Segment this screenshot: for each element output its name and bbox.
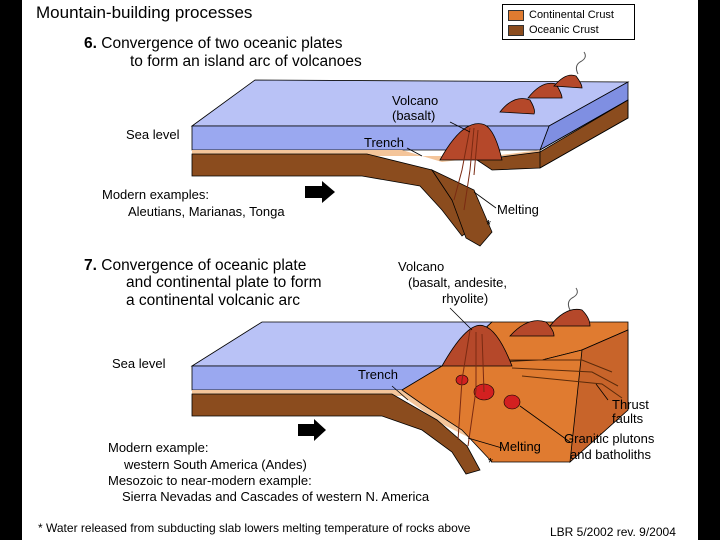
section7-line1: Convergence of oceanic plate (101, 257, 307, 274)
legend-label: Oceanic Crust (529, 24, 599, 36)
page-title: Mountain-building processes (36, 3, 253, 22)
island-volcano-1 (499, 98, 535, 115)
distant-volcano-2 (549, 308, 591, 327)
continental-swatch (508, 9, 524, 21)
trench-leader-7 (391, 385, 409, 401)
volcano-rock-label-7: (basalt, andesite, (408, 275, 508, 290)
thrust-label-2: faults (612, 411, 644, 426)
legend: Continental Crust Oceanic Crust (502, 4, 635, 40)
oceanic-crust-7 (191, 393, 481, 475)
volcano-leader-6 (449, 121, 471, 133)
slide: Mountain-building processes Continental … (22, 0, 698, 540)
plutons-label-2: and batholiths (570, 447, 651, 462)
thrust-leader (595, 383, 609, 401)
volcanic-smoke-7 (567, 287, 578, 311)
continental-volcano (441, 324, 513, 367)
trench-label-7: Trench (358, 367, 398, 382)
melting-leader-7 (467, 437, 503, 449)
pluton-leader (519, 405, 571, 443)
block-right-side-7 (569, 329, 629, 463)
sea-front-7 (191, 365, 444, 391)
volcano-label-7: Volcano (398, 259, 445, 274)
block-right-side (539, 99, 629, 169)
section6-heading: 6. Convergence of two oceanic plates (84, 36, 343, 52)
section7-number: 7. (84, 257, 97, 274)
volcano-leader-7 (449, 307, 473, 331)
volcanic-smoke (575, 51, 586, 75)
section6-line2: to form an island arc of volcanoes (130, 53, 362, 70)
thrust-label-1: Thrust (612, 397, 649, 412)
asterisk-6: * (486, 217, 492, 232)
asterisk-7: * (488, 455, 494, 470)
oceanic-swatch (508, 24, 524, 36)
subduction-arrow-7 (298, 419, 326, 441)
section7-line2: and continental plate to form (126, 274, 322, 291)
plutons-label-1: Granitic plutons (564, 431, 655, 446)
section7-heading: 7. Convergence of oceanic plate (84, 258, 306, 274)
sea-level-label-7: Sea level (112, 356, 166, 371)
sea-level-label-6: Sea level (126, 127, 180, 142)
volcano-label-6: Volcano (392, 93, 439, 108)
magma-conduit (453, 127, 479, 211)
example-7-line2: Mesozoic to near-modern example: (108, 473, 312, 488)
continental-arc-block (190, 287, 629, 475)
trench-label-6: Trench (364, 135, 404, 150)
melting-leader-6 (473, 191, 497, 209)
distant-volcano-1 (509, 320, 555, 337)
credit: LBR 5/2002 rev. 9/2004 (550, 525, 676, 539)
example-7-line3: Sierra Nevadas and Cascades of western N… (122, 489, 430, 504)
island-arc-volcano (439, 123, 503, 161)
section7-line3: a continental volcanic arc (126, 292, 301, 309)
example-7-line1: western South America (Andes) (124, 457, 307, 472)
oceanic-crust-left (191, 153, 471, 237)
diagram-artwork (190, 51, 630, 475)
example-title-7: Modern example: (108, 440, 209, 455)
melting-label-6: Melting (497, 202, 539, 217)
volcano-rock-label-7b: rhyolite) (442, 291, 489, 306)
legend-item-continental: Continental Crust (508, 8, 614, 22)
island-arc-block (190, 51, 630, 247)
section6-number: 6. (84, 35, 97, 52)
volcano-rock-label-6: (basalt) (392, 108, 436, 123)
section6-line1: Convergence of two oceanic plates (101, 35, 343, 52)
melting-label-7: Melting (499, 439, 541, 454)
trench-leader-6 (406, 147, 423, 157)
examples-6: Aleutians, Marianas, Tonga (128, 204, 285, 219)
granitic-pluton-2 (503, 394, 521, 410)
legend-label: Continental Crust (529, 9, 614, 21)
subduction-arrow-6 (305, 181, 335, 203)
magma-conduit-7 (457, 329, 485, 447)
thrust-fault-lines (502, 359, 623, 399)
island-volcano-3 (553, 74, 583, 89)
subducting-slab (430, 169, 493, 247)
legend-item-oceanic: Oceanic Crust (508, 23, 599, 37)
footnote: * Water released from subducting slab lo… (38, 521, 471, 535)
examples-title-6: Modern examples: (102, 187, 209, 202)
sediment-7 (192, 390, 492, 444)
